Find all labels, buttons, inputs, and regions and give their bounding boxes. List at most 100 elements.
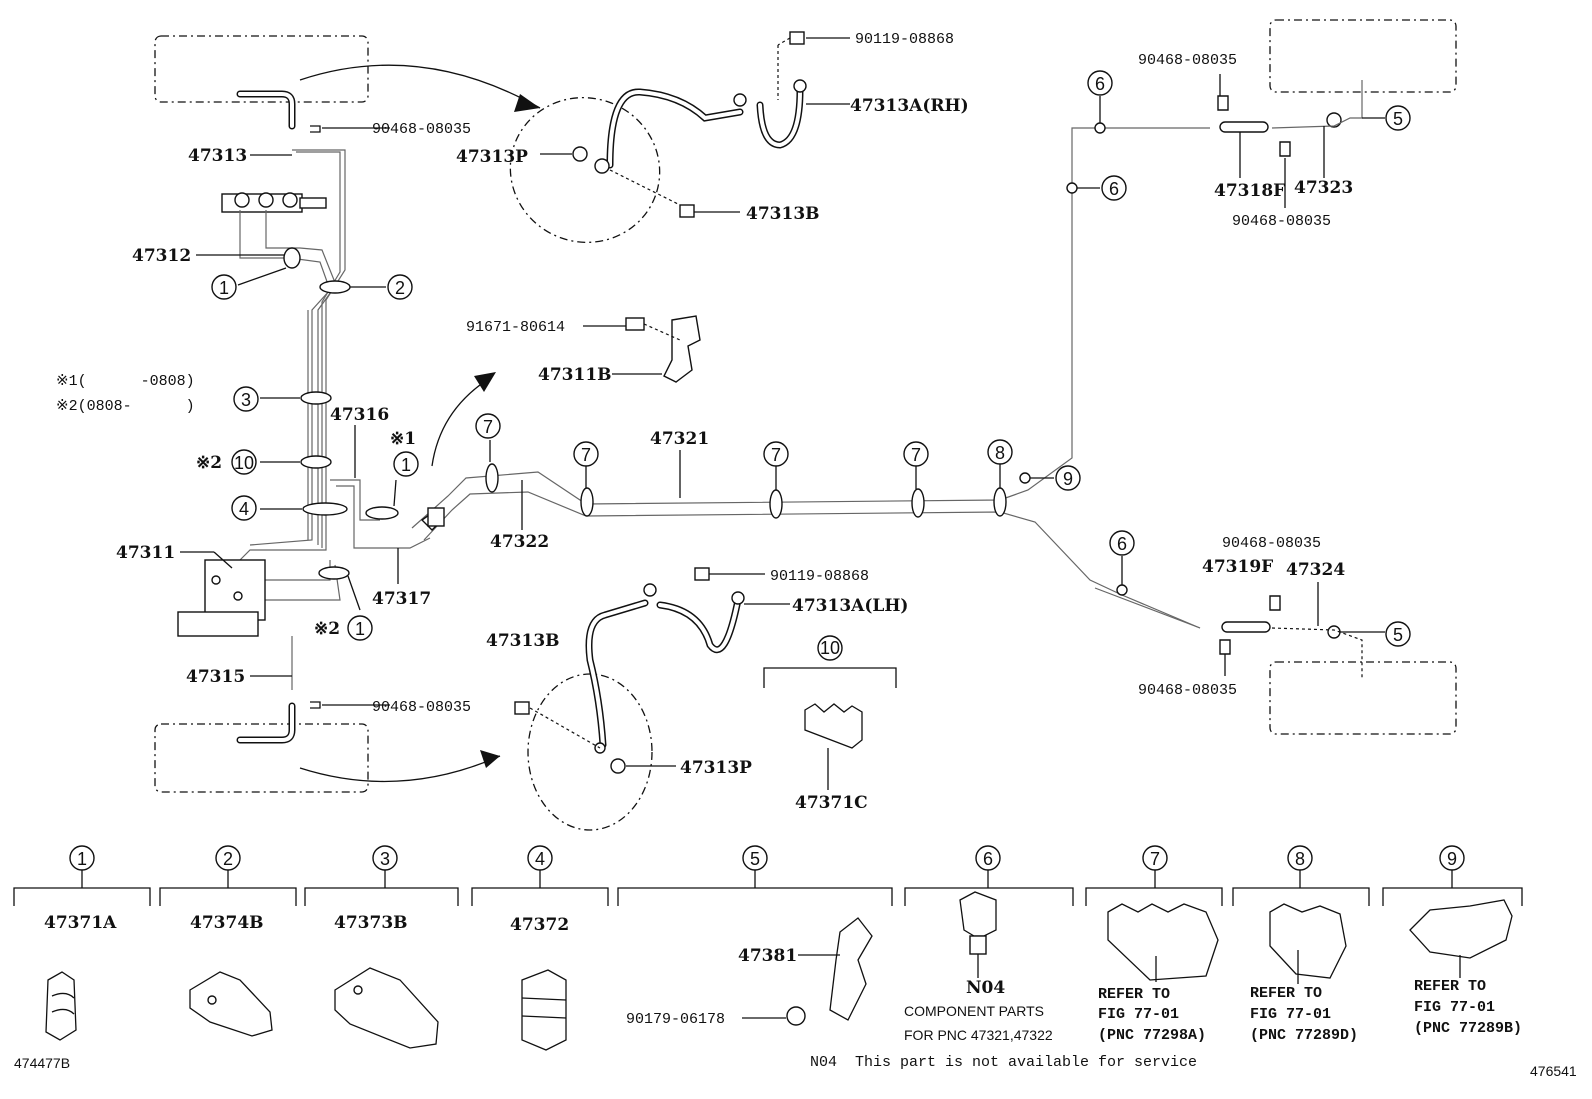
note-ref7-b: FIG 77-01 <box>1098 1006 1179 1023</box>
label-47316: 47316 <box>330 405 389 425</box>
label-47313p-top: 47313P <box>456 147 528 167</box>
label-47371a: 47371A <box>44 913 117 933</box>
pn-clip-rb-top: 90468-08035 <box>1222 535 1321 552</box>
label-47324: 47324 <box>1286 560 1345 580</box>
label-47311: 47311 <box>116 543 175 563</box>
label-x2b: ※2 <box>314 619 340 639</box>
master-cylinder-lines <box>177 149 431 690</box>
svg-text:2: 2 <box>395 278 405 298</box>
label-x1: ※1 <box>390 429 416 449</box>
label-47317: 47317 <box>372 589 431 609</box>
legend-callout-9: 9 <box>1439 845 1465 871</box>
legend-callout-4: 4 <box>527 845 553 871</box>
callout-7-a: 7 <box>475 413 501 439</box>
callout-1-c: 1 <box>347 615 373 641</box>
legend-callout-2: 2 <box>215 845 241 871</box>
pn-clip-rb-bot: 90468-08035 <box>1138 682 1237 699</box>
label-47371c: 47371C <box>795 793 868 813</box>
pn-bolt-bot: 90119-08868 <box>770 568 869 585</box>
callout-6-a: 6 <box>1087 70 1113 96</box>
svg-text:6: 6 <box>1117 534 1127 554</box>
svg-text:8: 8 <box>995 443 1005 463</box>
bracket-47311b <box>431 315 701 467</box>
pn-clip-rt-top: 90468-08035 <box>1138 52 1237 69</box>
svg-text:2: 2 <box>223 849 233 869</box>
svg-text:7: 7 <box>911 445 921 465</box>
svg-text:1: 1 <box>355 619 365 639</box>
front-left-wheel-area-top <box>154 35 541 133</box>
label-47319f: 47319F <box>1202 557 1273 577</box>
note-ref7-a: REFER TO <box>1098 986 1170 1003</box>
svg-text:4: 4 <box>535 849 545 869</box>
part-labels: 47313 47312 47316 47311 47315 47317 4732… <box>44 96 1353 998</box>
svg-text:5: 5 <box>750 849 760 869</box>
pn-bolt-47381: 90179-06178 <box>626 1011 725 1028</box>
svg-text:6: 6 <box>1095 74 1105 94</box>
svg-text:5: 5 <box>1393 625 1403 645</box>
callout-10-a: 10 <box>231 449 257 475</box>
leader-lines <box>180 96 1123 677</box>
note-ref9-a: REFER TO <box>1414 978 1486 995</box>
svg-text:9: 9 <box>1063 469 1073 489</box>
pn-clip-rt-mid: 90468-08035 <box>1232 213 1331 230</box>
callout-3-a: 3 <box>233 386 259 412</box>
rear-lh-line <box>1219 582 1457 735</box>
front-left-wheel-area-bottom <box>154 701 501 793</box>
callout-1-a: 1 <box>211 274 237 300</box>
rear-rh-line <box>1217 19 1457 208</box>
callouts: 1 2 3 10 1 4 1 7 7 7 7 8 9 6 6 5 6 5 10 … <box>69 70 1465 871</box>
svg-text:3: 3 <box>380 849 390 869</box>
detail-10-clamp <box>763 667 897 790</box>
legend-callout-5: 5 <box>742 845 768 871</box>
note-ref8-b: FIG 77-01 <box>1250 1006 1331 1023</box>
pn-bolt-top: 90119-08868 <box>855 31 954 48</box>
note-for-pnc: FOR PNC 47321,47322 <box>904 1027 1053 1043</box>
callout-9-a: 9 <box>1055 465 1081 491</box>
label-47313a-lh: 47313A(LH) <box>792 596 908 616</box>
callout-7-d: 7 <box>903 441 929 467</box>
note-ref8-a: REFER TO <box>1250 985 1322 1002</box>
svg-text:3: 3 <box>241 390 251 410</box>
svg-text:4: 4 <box>239 499 249 519</box>
label-47315: 47315 <box>186 667 245 687</box>
callout-6-c: 6 <box>1109 530 1135 556</box>
label-47311b: 47311B <box>538 365 612 385</box>
callout-7-c: 7 <box>763 441 789 467</box>
legend-callout-6: 6 <box>975 845 1001 871</box>
callout-1-b: 1 <box>393 451 419 477</box>
callout-4-a: 4 <box>231 495 257 521</box>
svg-text:9: 9 <box>1447 849 1457 869</box>
label-47313p-bot: 47313P <box>680 758 752 778</box>
note-component-parts: COMPONENT PARTS <box>904 1003 1044 1019</box>
svg-text:10: 10 <box>820 638 840 658</box>
callout-8-a: 8 <box>987 439 1013 465</box>
callout-10-b: 10 <box>817 635 843 661</box>
svg-text:1: 1 <box>77 849 87 869</box>
label-47372: 47372 <box>510 915 569 935</box>
label-47318f: 47318F <box>1214 181 1285 201</box>
figure-code-right: 476541 <box>1530 1063 1577 1079</box>
label-47322: 47322 <box>490 532 549 552</box>
callout-5-b: 5 <box>1385 621 1411 647</box>
svg-text:7: 7 <box>1150 849 1160 869</box>
note-range-1: ※1( -0808) <box>56 373 195 390</box>
note-ref9-c: (PNC 77289B) <box>1414 1020 1522 1037</box>
svg-text:5: 5 <box>1393 109 1403 129</box>
svg-text:6: 6 <box>1109 179 1119 199</box>
label-47313a-rh: 47313A(RH) <box>850 96 969 116</box>
lh-flex-hose-assembly <box>514 567 790 831</box>
note-ref7-c: (PNC 77298A) <box>1098 1027 1206 1044</box>
svg-text:7: 7 <box>483 417 493 437</box>
legend-part-drawings <box>45 891 1513 1051</box>
rear-main-line <box>397 122 1210 629</box>
svg-text:1: 1 <box>401 455 411 475</box>
legend-callout-3: 3 <box>372 845 398 871</box>
label-47313b-top: 47313B <box>746 204 820 224</box>
hardware-part-numbers: 90468-08035 90468-08035 90119-08868 9011… <box>372 31 1331 1028</box>
legend-callout-7: 7 <box>1142 845 1168 871</box>
svg-text:7: 7 <box>581 445 591 465</box>
label-47313b-bot: 47313B <box>486 631 560 651</box>
label-47374b: 47374B <box>190 913 264 933</box>
note-ref8-c: (PNC 77289D) <box>1250 1027 1358 1044</box>
svg-text:6: 6 <box>983 849 993 869</box>
